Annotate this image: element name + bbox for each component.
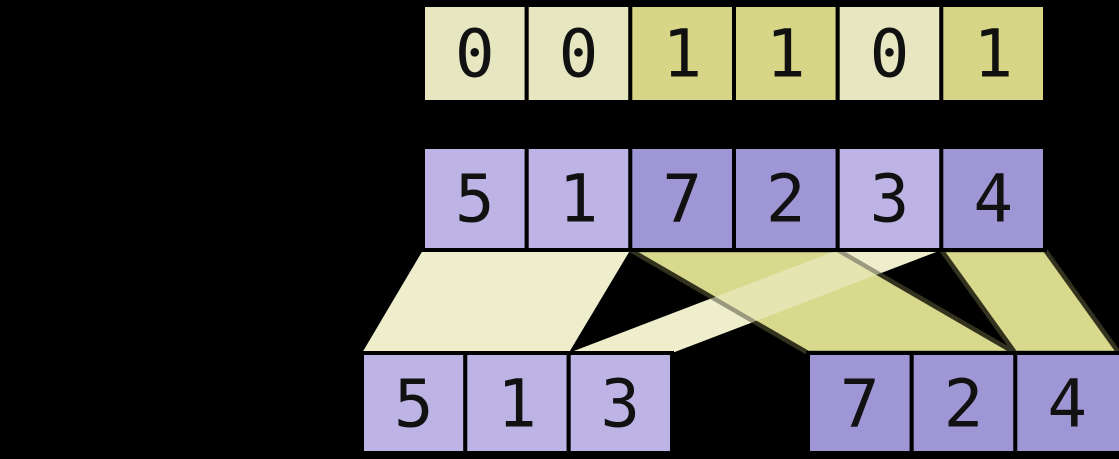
result-cell-value: 4 xyxy=(1047,366,1087,443)
result-cell: 2 xyxy=(909,351,1018,455)
result-cell: 1 xyxy=(463,351,571,455)
result-cell-value: 5 xyxy=(394,366,434,443)
flag-cell-box xyxy=(835,3,944,104)
result-cell-box xyxy=(566,351,675,455)
flag-cell: 0 xyxy=(421,3,529,104)
flag-cell-box xyxy=(732,3,840,104)
right-result-row: 7 2 4 xyxy=(806,351,1119,455)
flag-row: 0 0 1 1 0 1 xyxy=(421,3,1047,104)
value-cell: 7 xyxy=(628,145,736,252)
result-cell: 4 xyxy=(1013,351,1119,455)
value-cell-value: 3 xyxy=(870,161,910,238)
result-cell-box xyxy=(1013,351,1119,455)
value-cell: 4 xyxy=(939,145,1047,252)
value-cell: 5 xyxy=(421,145,529,252)
result-cell-value: 2 xyxy=(944,366,984,443)
result-cell-value: 1 xyxy=(497,366,537,443)
value-cell-box xyxy=(421,145,529,252)
left-result-row: 5 1 3 xyxy=(360,351,675,455)
result-cell: 3 xyxy=(566,351,675,455)
result-cell: 5 xyxy=(360,351,468,455)
flag-cell-value: 0 xyxy=(559,16,599,93)
flag-cell-value: 1 xyxy=(973,16,1013,93)
flag-cell: 1 xyxy=(628,3,736,104)
flag-cell: 1 xyxy=(939,3,1047,104)
value-cell-box xyxy=(939,145,1047,252)
value-cell-value: 5 xyxy=(455,161,495,238)
value-cell-box xyxy=(628,145,736,252)
flag-cell-value: 0 xyxy=(870,16,910,93)
flag-cell-box xyxy=(939,3,1047,104)
flag-cell: 0 xyxy=(524,3,633,104)
flag-cell-box xyxy=(421,3,529,104)
result-cell-box xyxy=(806,351,914,455)
flag-cell-box xyxy=(628,3,736,104)
flag-cell-value: 1 xyxy=(766,16,806,93)
value-cell: 2 xyxy=(732,145,840,252)
flow-zero-left-band xyxy=(362,250,631,353)
value-cell-box xyxy=(732,145,840,252)
value-cell-box xyxy=(524,145,633,252)
flag-cell-value: 1 xyxy=(662,16,702,93)
value-cell-value: 4 xyxy=(973,161,1013,238)
flag-cell: 0 xyxy=(835,3,944,104)
flow-zero-cross-band xyxy=(568,250,942,353)
flow-bands xyxy=(362,247,1119,356)
value-cell: 1 xyxy=(524,145,633,252)
flag-cell-value: 0 xyxy=(455,16,495,93)
value-cell-value: 1 xyxy=(559,161,599,238)
value-cell-value: 7 xyxy=(662,161,702,238)
value-cell-box xyxy=(835,145,944,252)
result-cell-box xyxy=(909,351,1018,455)
flag-cell: 1 xyxy=(732,3,840,104)
result-cell-value: 7 xyxy=(840,366,880,443)
result-cell: 7 xyxy=(806,351,914,455)
result-cell-value: 3 xyxy=(600,366,640,443)
value-cell-value: 2 xyxy=(766,161,806,238)
value-row: 5 1 7 2 3 4 xyxy=(421,145,1047,252)
value-cell: 3 xyxy=(835,145,944,252)
